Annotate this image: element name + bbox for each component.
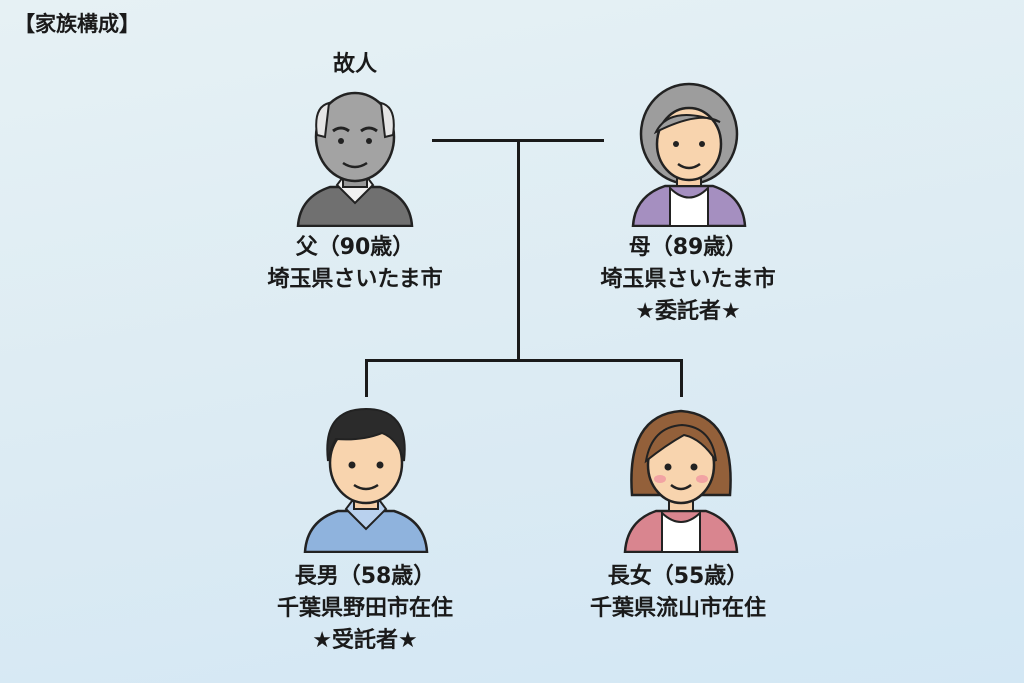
- daughter-avatar: [623, 409, 739, 553]
- mother-avatar: [631, 82, 747, 227]
- daughter-address: 千葉県流山市在住: [589, 596, 766, 621]
- descent-line: [517, 139, 520, 361]
- daughter-label: 長女（55歳） 千葉県流山市在住: [528, 561, 828, 625]
- mother-role: ★委託者★: [635, 299, 741, 324]
- daughter-name: 長女（55歳）: [607, 564, 749, 589]
- father-avatar: [296, 91, 414, 227]
- son-branch-line: [365, 359, 368, 397]
- son-address: 千葉県野田市在住: [276, 596, 453, 621]
- son-name: 長男（58歳）: [294, 564, 436, 589]
- mother-label: 母（89歳） 埼玉県さいたま市 ★委託者★: [538, 232, 838, 328]
- son-avatar: [303, 407, 429, 553]
- diagram-title: 【家族構成】: [14, 12, 140, 36]
- mother-name: 母（89歳）: [628, 235, 748, 260]
- children-line: [365, 359, 683, 362]
- father-label: 父（90歳） 埼玉県さいたま市: [205, 232, 505, 296]
- mother-address: 埼玉県さいたま市: [600, 267, 776, 292]
- deceased-label: 故人: [332, 52, 377, 77]
- son-label: 長男（58歳） 千葉県野田市在住 ★受託者★: [215, 561, 515, 657]
- father-address: 埼玉県さいたま市: [267, 267, 443, 292]
- son-role: ★受託者★: [312, 628, 418, 653]
- daughter-branch-line: [680, 359, 683, 397]
- father-name: 父（90歳）: [295, 235, 415, 260]
